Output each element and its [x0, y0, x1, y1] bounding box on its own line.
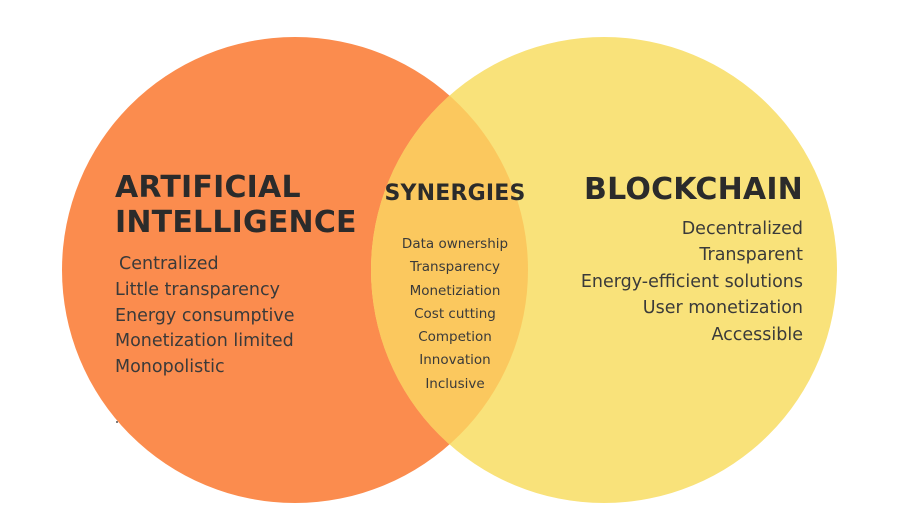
ai-item: Centralized [119, 254, 219, 274]
blockchain-item: User monetization [642, 298, 803, 319]
ai-item: Monetization limited [115, 331, 294, 352]
ai-item: Little transparency [115, 279, 280, 300]
synergies-item: Inclusive [425, 375, 485, 392]
blockchain-list: Decentralized Transparent Energy-efficie… [581, 216, 803, 348]
synergies-item: Innovation [419, 352, 491, 369]
ai-item: Energy consumptive [115, 305, 295, 326]
blockchain-item: Decentralized [681, 219, 803, 239]
blockchain-item: Accessible [711, 324, 803, 345]
synergies-item: Cost cutting [414, 305, 496, 322]
ai-list: Centralized Little transparency Energy c… [115, 252, 294, 381]
blockchain-item: Energy-efficient solutions [580, 271, 803, 292]
synergies-title: SYNERGIES [384, 181, 526, 206]
synergies-item: Transparency [409, 259, 501, 276]
synergies-item: Monetiziation [409, 282, 501, 299]
ai-title: ARTIFICIAL INTELLIGENCE [115, 170, 357, 240]
ai-item: Monopolistic [115, 357, 225, 378]
stray-dot [116, 421, 118, 423]
synergies-list: Data ownership Transparency Monetiziatio… [402, 233, 508, 396]
synergies-item: Data ownership [401, 236, 509, 252]
overlap-region [371, 37, 528, 503]
blockchain-title: BLOCKCHAIN [584, 172, 803, 207]
synergies-item: Competion [418, 329, 492, 346]
blockchain-item: Transparent [699, 245, 803, 266]
